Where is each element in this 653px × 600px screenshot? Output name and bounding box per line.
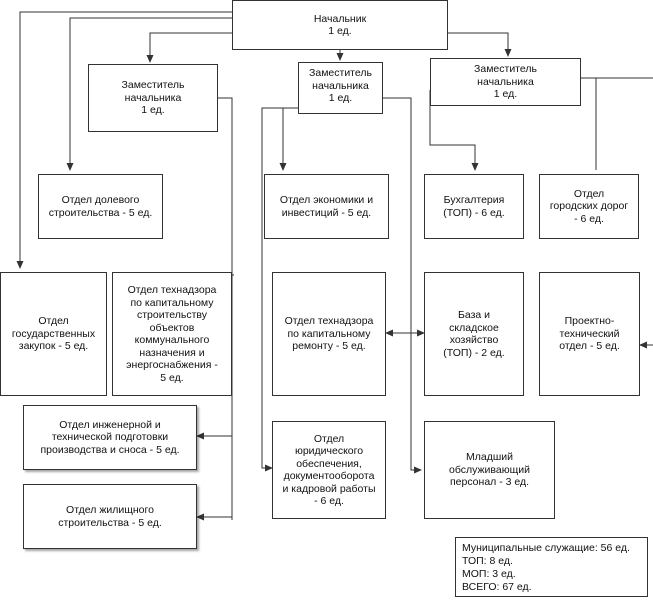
base-warehouse-box: База и складское хозяйство (ТОП) - 2 ед. (424, 272, 524, 396)
head-box: Начальник 1 ед. (232, 0, 448, 50)
summary-top: ТОП: 8 ед. (462, 555, 513, 567)
connector-head-equity (66, 17, 232, 171)
head-label: Начальник 1 ед. (313, 12, 367, 38)
staff-summary-box: Муниципальные служащие: 56 ед. ТОП: 8 ед… (455, 537, 648, 597)
accounting-label: Бухгалтерия (ТОП) - 6 ед. (443, 194, 505, 219)
dept-equity-label: Отдел долевого строительства - 5 ед. (48, 194, 153, 219)
dept-legal-box: Отдел юридического обеспечения, документ… (272, 421, 386, 519)
connector-head-deputy1 (146, 32, 232, 63)
dept-engineering-box: Отдел инженерной и технической подготовк… (23, 405, 197, 470)
connector-head-procurement (16, 11, 232, 269)
summary-total: ВСЕГО: 67 ед. (462, 581, 532, 593)
dept-equity-box: Отдел долевого строительства - 5 ед. (38, 174, 163, 239)
connector-deputy3-accounting (429, 90, 479, 171)
connector-deputy3-trunk (581, 77, 653, 349)
dept-city-roads-label: Отдел городских дорог - 6 ед. (549, 187, 629, 225)
dept-city-roads-box: Отдел городских дорог - 6 ед. (539, 174, 639, 239)
deputy1-label: Заместитель начальника 1 ед. (121, 79, 185, 117)
connector-deputy2-trunk (383, 97, 422, 474)
dept-economy-label: Отдел экономики и инвестиций - 5 ед. (279, 194, 374, 219)
dept-engineering-label: Отдел инженерной и технической подготовк… (40, 418, 180, 456)
dept-housing-box: Отдел жилищного строительства - 5 ед. (23, 484, 197, 549)
base-warehouse-label: База и складское хозяйство (ТОП) - 2 ед. (443, 309, 505, 359)
dept-tech-capital-label: Отдел технадзора по капитальному строите… (126, 284, 218, 384)
dept-tech-capital-box: Отдел технадзора по капитальному строите… (112, 272, 232, 396)
dept-procurement-box: Отдел государственных закупок - 5 ед. (0, 272, 107, 396)
summary-municipal: Муниципальные служащие: 56 ед. (462, 542, 630, 554)
deputy2-label: Заместитель начальника 1 ед. (309, 67, 372, 104)
dept-design-box: Проектно- технический отдел - 5 ед. (539, 272, 640, 396)
summary-mop: МОП: 3 ед. (462, 568, 516, 580)
deputy1-box: Заместитель начальника 1 ед. (88, 64, 218, 132)
connector-deputy2-economy (279, 107, 298, 171)
dept-tech-repair-box: Отдел технадзора по капитальному ремонту… (272, 272, 386, 396)
dept-design-label: Проектно- технический отдел - 5 ед. (559, 315, 620, 353)
dept-housing-label: Отдел жилищного строительства - 5 ед. (58, 504, 162, 529)
dept-tech-repair-label: Отдел технадзора по капитальному ремонту… (284, 315, 374, 353)
connector-deputy1-trunk (218, 97, 233, 520)
junior-staff-box: Младший обслуживающий персонал - 3 ед. (424, 421, 555, 519)
connector-head-deputy3 (448, 32, 512, 57)
junior-staff-label: Младший обслуживающий персонал - 3 ед. (449, 451, 530, 489)
deputy2-box: Заместитель начальника 1 ед. (298, 62, 383, 114)
dept-legal-label: Отдел юридического обеспечения, документ… (282, 432, 376, 508)
accounting-box: Бухгалтерия (ТОП) - 6 ед. (424, 174, 524, 239)
connector-deputy2-legal (261, 107, 298, 472)
dept-procurement-label: Отдел государственных закупок - 5 ед. (11, 315, 96, 353)
deputy3-box: Заместитель начальника 1 ед. (430, 58, 581, 106)
deputy3-label: Заместитель начальника 1 ед. (474, 63, 537, 100)
dept-economy-box: Отдел экономики и инвестиций - 5 ед. (264, 174, 389, 239)
